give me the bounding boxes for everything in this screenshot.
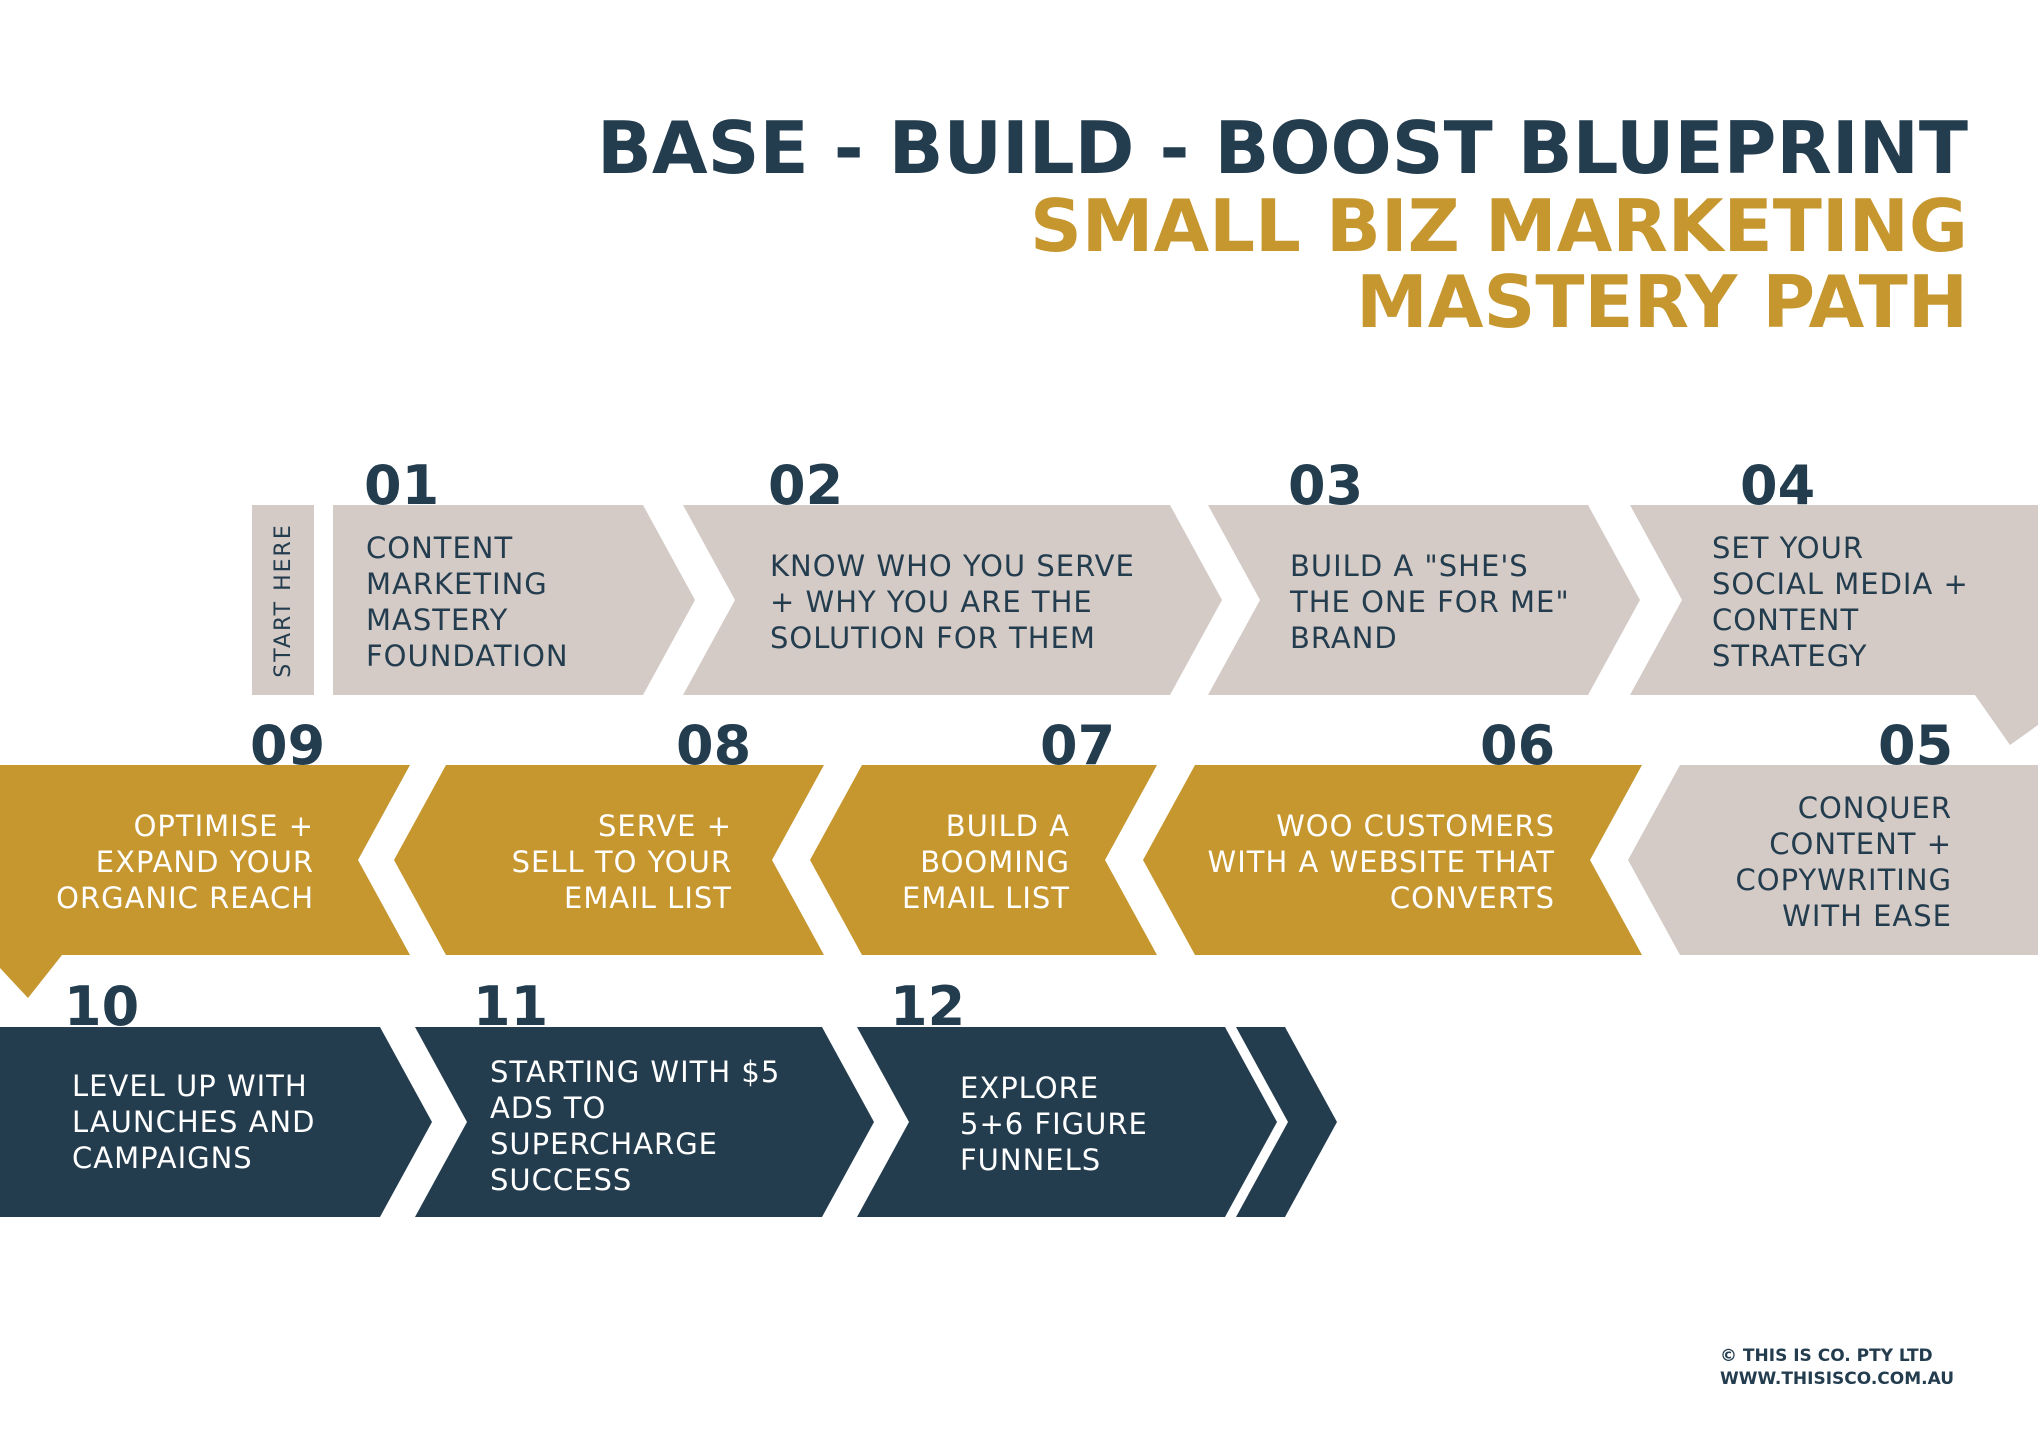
step-04-text: SET YOUR SOCIAL MEDIA + CONTENT STRATEGY [1712, 531, 1969, 673]
title-block: BASE - BUILD - BOOST BLUEPRINT SMALL BIZ… [597, 108, 1968, 340]
step-11-text: STARTING WITH $5 ADS TO SUPERCHARGE SUCC… [490, 1055, 781, 1197]
step-11-chevron [415, 1027, 874, 1217]
step-04-number: 04 [1740, 454, 1816, 517]
footer: © THIS IS CO. PTY LTD WWW.THISISCO.COM.A… [1720, 1345, 1954, 1391]
step-05-number: 05 [1878, 714, 1954, 777]
step-03-chevron [1208, 505, 1640, 695]
step-04-chevron [1630, 505, 2038, 695]
footer-copyright: © THIS IS CO. PTY LTD [1720, 1346, 1933, 1366]
start-here-text: START HERE [270, 522, 296, 678]
step-02-number: 02 [768, 454, 844, 517]
step-12-text: EXPLORE 5+6 FIGURE FUNNELS [960, 1071, 1148, 1177]
step-03-text: BUILD A "SHE'S THE ONE FOR ME" BRAND [1290, 549, 1570, 655]
step-08-number: 08 [676, 714, 752, 777]
step-07-number: 07 [1040, 714, 1116, 777]
step-06-number: 06 [1480, 714, 1556, 777]
step-02-text: KNOW WHO YOU SERVE + WHY YOU ARE THE SOL… [770, 549, 1135, 655]
step-05-text: CONQUER CONTENT + COPYWRITING WITH EASE [1735, 791, 1952, 933]
step-07-text: BUILD A BOOMING EMAIL LIST [902, 809, 1070, 915]
title-main: BASE - BUILD - BOOST BLUEPRINT [597, 106, 1968, 190]
step-07-chevron [810, 765, 1157, 955]
step-01-chevron [333, 505, 695, 695]
step-09-text: OPTIMISE + EXPAND YOUR ORGANIC REACH [56, 809, 314, 915]
step-10-text: LEVEL UP WITH LAUNCHES AND CAMPAIGNS [72, 1069, 316, 1175]
step-10-number: 10 [64, 975, 140, 1038]
step-01-text: CONTENT MARKETING MASTERY FOUNDATION [366, 531, 569, 673]
step-09-number: 09 [250, 714, 326, 777]
step-05-chevron [1628, 765, 2038, 955]
title-sub-1: SMALL BIZ MARKETING [1029, 184, 1968, 268]
down-arrow-09-to-10 [0, 955, 62, 998]
step-01-number: 01 [364, 454, 440, 517]
step-11-number: 11 [473, 975, 549, 1038]
step-12-chevron [857, 1027, 1277, 1217]
step-09-chevron [0, 765, 410, 955]
step-12-number: 12 [890, 975, 966, 1038]
step-02-chevron [683, 505, 1222, 695]
start-here-label: START HERE [252, 505, 314, 695]
step-08-text: SERVE + SELL TO YOUR EMAIL LIST [511, 809, 732, 915]
down-arrow-04-to-05 [1975, 695, 2038, 745]
end-chevron [1236, 1027, 1337, 1217]
step-06-text: WOO CUSTOMERS WITH A WEBSITE THAT CONVER… [1207, 809, 1555, 915]
step-03-number: 03 [1288, 454, 1364, 517]
title-sub-2: MASTERY PATH [1356, 260, 1968, 344]
footer-website: WWW.THISISCO.COM.AU [1720, 1369, 1955, 1389]
start-here-bar [252, 505, 314, 695]
step-06-chevron [1143, 765, 1642, 955]
step-10-chevron [0, 1027, 432, 1217]
step-08-chevron [394, 765, 824, 955]
